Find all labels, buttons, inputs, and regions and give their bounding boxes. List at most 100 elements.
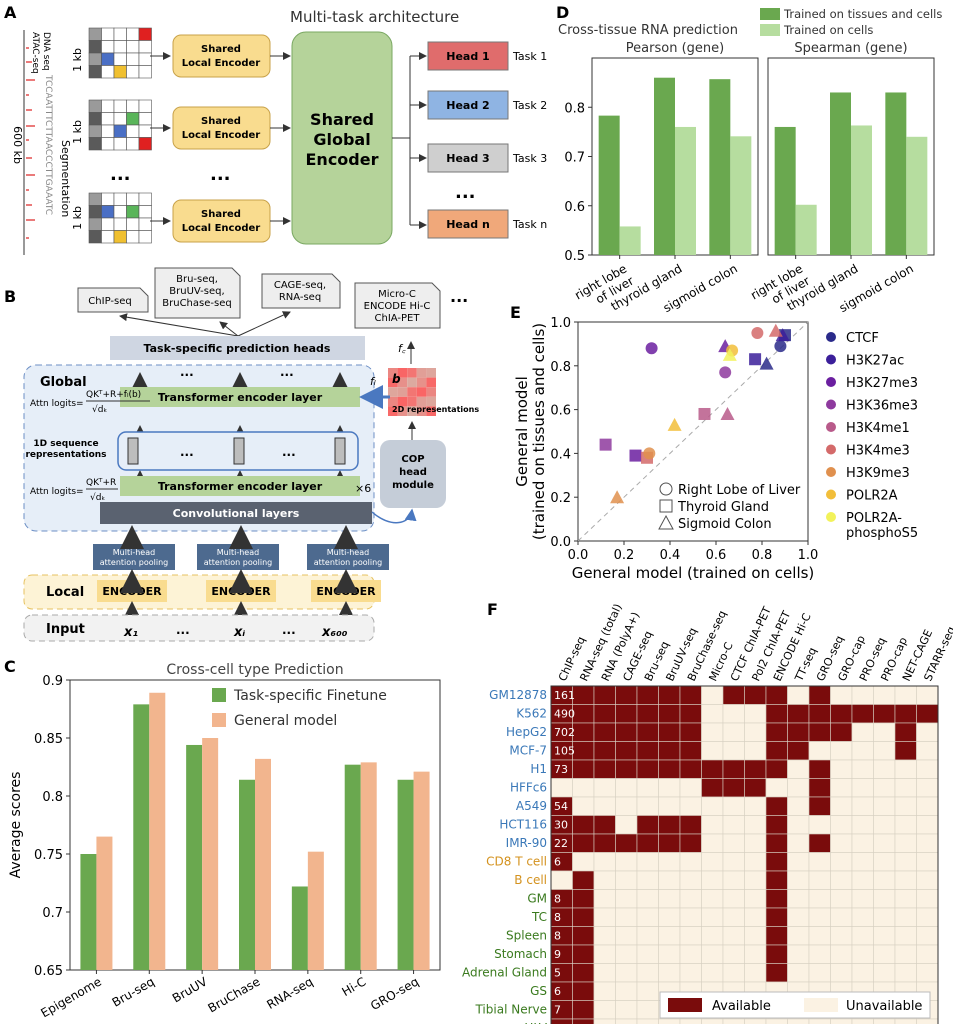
grid-cell — [126, 205, 140, 219]
chart-e-point — [629, 449, 642, 462]
chart-f-cell — [572, 981, 595, 1001]
chart-f-cell — [894, 870, 917, 890]
chart-f-cell — [615, 704, 638, 724]
chart-f-cell — [593, 833, 616, 853]
chart-f-cell — [615, 722, 638, 742]
chart-c-title: Cross-cell type Prediction — [166, 662, 343, 678]
chart-e-point — [768, 323, 783, 337]
chart-f-cell — [851, 815, 874, 835]
chart-d-ytick-label: 0.6 — [564, 200, 585, 215]
chart-f-cell — [744, 944, 767, 964]
chart-f-cell — [679, 852, 702, 872]
chart-e-mark-legend-dot — [826, 422, 836, 432]
heat-cell — [397, 368, 408, 378]
output-chip-seq-label: ChIP-seq — [88, 296, 131, 307]
chart-c-bar — [133, 704, 150, 970]
chart-f-cell — [830, 926, 853, 946]
heat-cell — [388, 406, 398, 416]
output-bru-seq-label: Bru-seq,BruUV-seq,BruChase-seq — [162, 274, 231, 309]
local-encoder-2: Shared Local Encoder — [172, 106, 271, 150]
chart-f-cell — [593, 796, 616, 816]
panel-letter-b: B — [4, 287, 16, 306]
encoder-ellipsis: ... — [210, 164, 231, 185]
chart-f-cell — [679, 796, 702, 816]
chart-f-cell — [615, 852, 638, 872]
grid-cell — [88, 137, 102, 151]
chart-f-cell — [722, 889, 745, 909]
chart-f-cell — [894, 778, 917, 798]
chart-f-cell — [701, 963, 724, 983]
chart-f-cell — [593, 852, 616, 872]
chart-e-xtick-label: 1.0 — [798, 548, 819, 563]
chart-e-ytick-label: 0.0 — [550, 535, 571, 550]
chart-f-cell — [636, 926, 659, 946]
chart-f-cell — [658, 778, 681, 798]
grid-cell — [126, 40, 140, 54]
chart-f-cell — [744, 685, 767, 705]
local-encoder-1: Shared Local Encoder — [172, 34, 271, 78]
convolutional-layers: Convolutional layers — [100, 502, 372, 524]
b-ellipsis-1: ... — [180, 365, 194, 379]
chart-f-cell-count: 22 — [554, 837, 568, 850]
chart-f-cell — [830, 704, 853, 724]
chart-f-cell — [593, 704, 616, 724]
chart-f-cell — [679, 870, 702, 890]
chart-f-cell — [916, 944, 939, 964]
chart-f-cell — [916, 759, 939, 779]
chart-f-cell — [679, 704, 702, 724]
grid-cell — [138, 52, 152, 66]
chart-f-cell — [615, 833, 638, 853]
chart-f-cell — [873, 852, 896, 872]
chart-f-cell — [636, 833, 659, 853]
grid-cell — [113, 40, 127, 54]
chart-e-point — [749, 353, 762, 366]
chart-f-cell — [572, 741, 595, 761]
chart-e-xtick-label: 0.8 — [752, 548, 773, 563]
chart-f-cell — [765, 741, 788, 761]
chart-f-cell — [572, 852, 595, 872]
grid-cell — [101, 27, 115, 41]
chart-f-cell — [658, 907, 681, 927]
grid-cell — [138, 192, 152, 206]
chart-f-cell — [916, 907, 939, 927]
local-encoder-2-line1: Shared — [201, 116, 241, 127]
chart-f-cell — [851, 704, 874, 724]
local-encoder-3-line1: Shared — [201, 209, 241, 220]
chart-f-cell — [615, 963, 638, 983]
chart-f-cell — [873, 1018, 896, 1024]
chart-e-mark-legend-label: H3K4me1 — [846, 421, 910, 436]
output-cage-seq: CAGE-seq,RNA-seq — [261, 273, 341, 309]
grid-cell — [126, 217, 140, 231]
chart-f-cell — [701, 1018, 724, 1024]
chart-f-cell — [679, 1018, 702, 1024]
grid-cell — [126, 27, 140, 41]
chart-f-cell — [636, 685, 659, 705]
heat-cell — [397, 377, 408, 388]
chart-f-cell — [787, 944, 810, 964]
grid-cell — [138, 205, 152, 219]
chart-e-mark-legend-dot — [826, 377, 836, 387]
chart-f-cell — [679, 944, 702, 964]
chart-f-row-label: HFFc6 — [510, 781, 547, 795]
chart-f-cell — [744, 926, 767, 946]
transformer-top-label: Transformer encoder layer — [158, 391, 323, 404]
chart-f-cell — [550, 1018, 573, 1024]
chart-f-cell — [851, 685, 874, 705]
chart-f-cell — [658, 722, 681, 742]
head-label-4: Head n — [446, 218, 490, 231]
transformer-layer-bottom: Transformer encoder layer — [120, 476, 360, 496]
chart-f-cell — [916, 685, 939, 705]
attn-den-1: √dₖ — [92, 404, 107, 415]
grid-cell — [113, 124, 127, 138]
chart-f-cell — [851, 722, 874, 742]
chart-f-cell — [830, 685, 853, 705]
task-label-3: Task 3 — [512, 152, 547, 165]
chart-f-row-label: B cell — [514, 873, 547, 887]
chart-f-cell — [851, 759, 874, 779]
heat-cell — [416, 387, 427, 397]
chart-c-xtick-label: RNA-seq — [264, 974, 315, 1012]
chart-e-point — [698, 407, 711, 420]
chart-e-ytick-label: 1.0 — [550, 316, 571, 331]
